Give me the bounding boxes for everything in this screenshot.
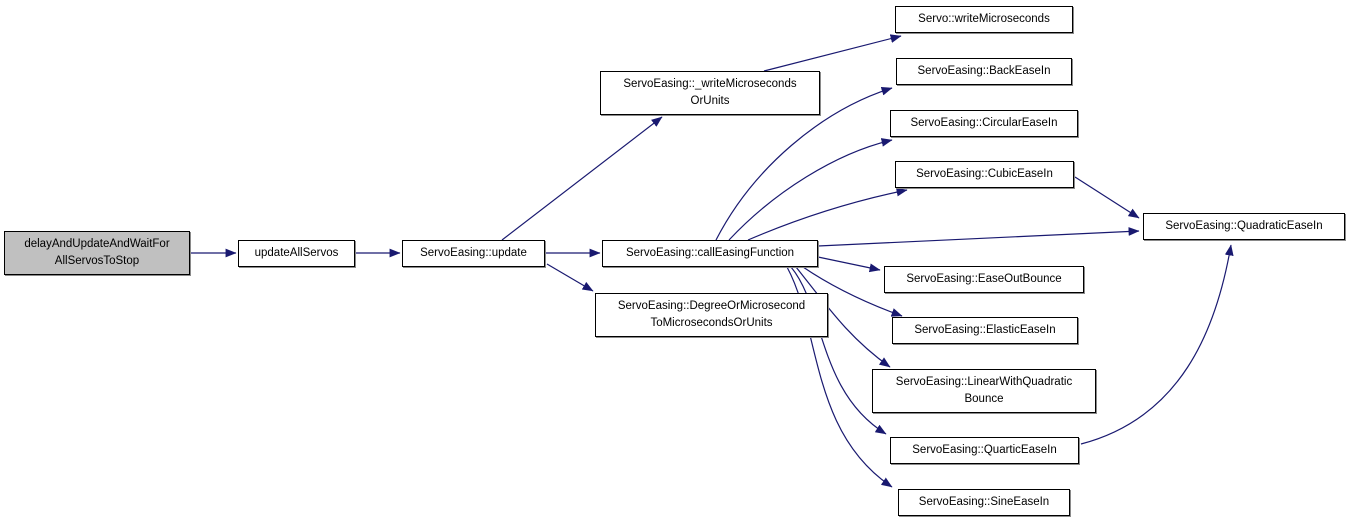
edge-quarticeasein-to-quadraticeasein	[1080, 244, 1234, 445]
edge-calleasing-to-easeoutbounce	[817, 256, 881, 273]
node-servoeasing-cubiceasein[interactable]: ServoEasing::CubicEaseIn	[895, 161, 1074, 188]
node-servoeasing-backeasein[interactable]: ServoEasing::BackEaseIn	[896, 58, 1072, 85]
node-servoeasing-update[interactable]: ServoEasing::update	[402, 240, 545, 267]
edge-calleasing-to-cubiceasein	[747, 187, 908, 241]
edge-calleasing-to-circulareasein	[728, 138, 893, 241]
edge-update-to-writemicrosecondsorunits	[501, 116, 663, 241]
edge-calleasing-to-elasticeasein	[802, 266, 903, 317]
edge-calleasing-to-quadraticeasein	[817, 227, 1140, 247]
node-servoeasing-degreeormicrosecondtomicrosecondsorunits[interactable]: ServoEasing::DegreeOrMicrosecond ToMicro…	[595, 293, 828, 337]
node-servoeasing-sineeasein[interactable]: ServoEasing::SineEaseIn	[898, 489, 1070, 516]
node-updateallservos[interactable]: updateAllServos	[238, 240, 355, 267]
node-servoeasing-linearwithquadraticbounce[interactable]: ServoEasing::LinearWithQuadratic Bounce	[872, 369, 1096, 413]
node-servoeasing-easeoutbounce[interactable]: ServoEasing::EaseOutBounce	[884, 266, 1084, 293]
edge-calleasing-to-linearwithquadraticbounce	[795, 266, 891, 368]
node-servoeasing-quarticeasein[interactable]: ServoEasing::QuarticEaseIn	[890, 437, 1079, 464]
edge-writemicrosecondsorunits-to-servowritemicroseconds	[763, 34, 902, 72]
edge-calleasing-to-backeasein	[715, 86, 893, 241]
node-servoeasing-quadraticeasein[interactable]: ServoEasing::QuadraticEaseIn	[1143, 213, 1345, 240]
node-servoeasing-circulareasein[interactable]: ServoEasing::CircularEaseIn	[890, 110, 1078, 137]
edge-update-to-degreeormicrosecond	[546, 263, 594, 292]
node-delayandupdateandwaitforallservostostop: delayAndUpdateAndWaitFor AllServosToStop	[4, 231, 190, 275]
node-servo-writemicroseconds[interactable]: Servo::writeMicroseconds	[895, 6, 1073, 33]
node-servoeasing-elasticeasein[interactable]: ServoEasing::ElasticEaseIn	[892, 317, 1078, 344]
edge-calleasing-to-sineeasein	[786, 266, 893, 488]
edge-cubiceasein-to-quadraticeasein	[1074, 176, 1140, 219]
edge-calleasing-to-quarticeasein	[790, 266, 887, 435]
node-servoeasing-calleasingfunction[interactable]: ServoEasing::callEasingFunction	[602, 240, 818, 267]
node-servoeasing-writemicrosecondsorunits[interactable]: ServoEasing::_writeMicroseconds OrUnits	[600, 71, 820, 115]
